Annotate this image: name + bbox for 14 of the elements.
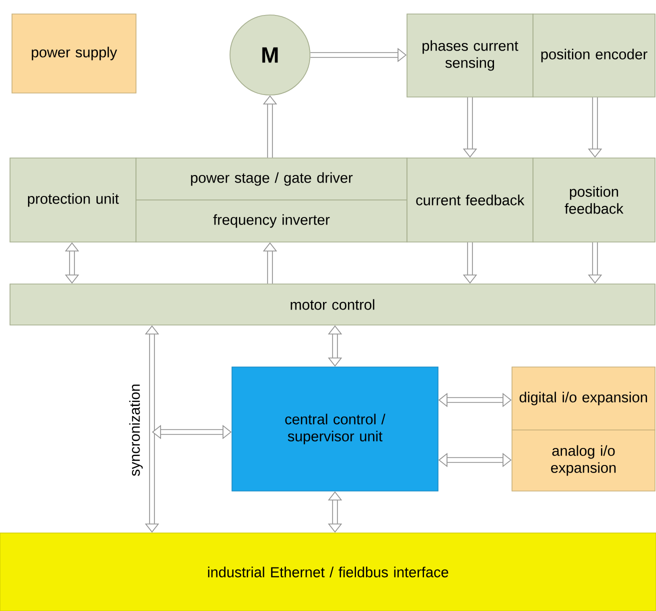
edge-label: syncronization <box>129 384 143 476</box>
control-bar: motor control <box>10 284 656 326</box>
interface-bar: industrial Ethernet / fieldbus interface <box>0 532 656 611</box>
encoder-box: position encoder <box>532 14 656 98</box>
control-unit-box: central control / supervisor unit <box>232 366 438 492</box>
supply-box: power supply <box>12 14 136 94</box>
feedback-box: current feedback <box>406 158 534 242</box>
expansion-box: analog i/o expansion <box>512 430 656 492</box>
inverter-box: frequency inverter <box>136 200 408 242</box>
expansion-box: digital i/o expansion <box>512 366 656 430</box>
unit-box: protection unit <box>10 158 136 242</box>
sensing-box: phases current sensing <box>406 14 534 98</box>
feedback-box: position feedback <box>532 158 656 242</box>
stage-box: power stage / gate driver <box>136 158 408 200</box>
